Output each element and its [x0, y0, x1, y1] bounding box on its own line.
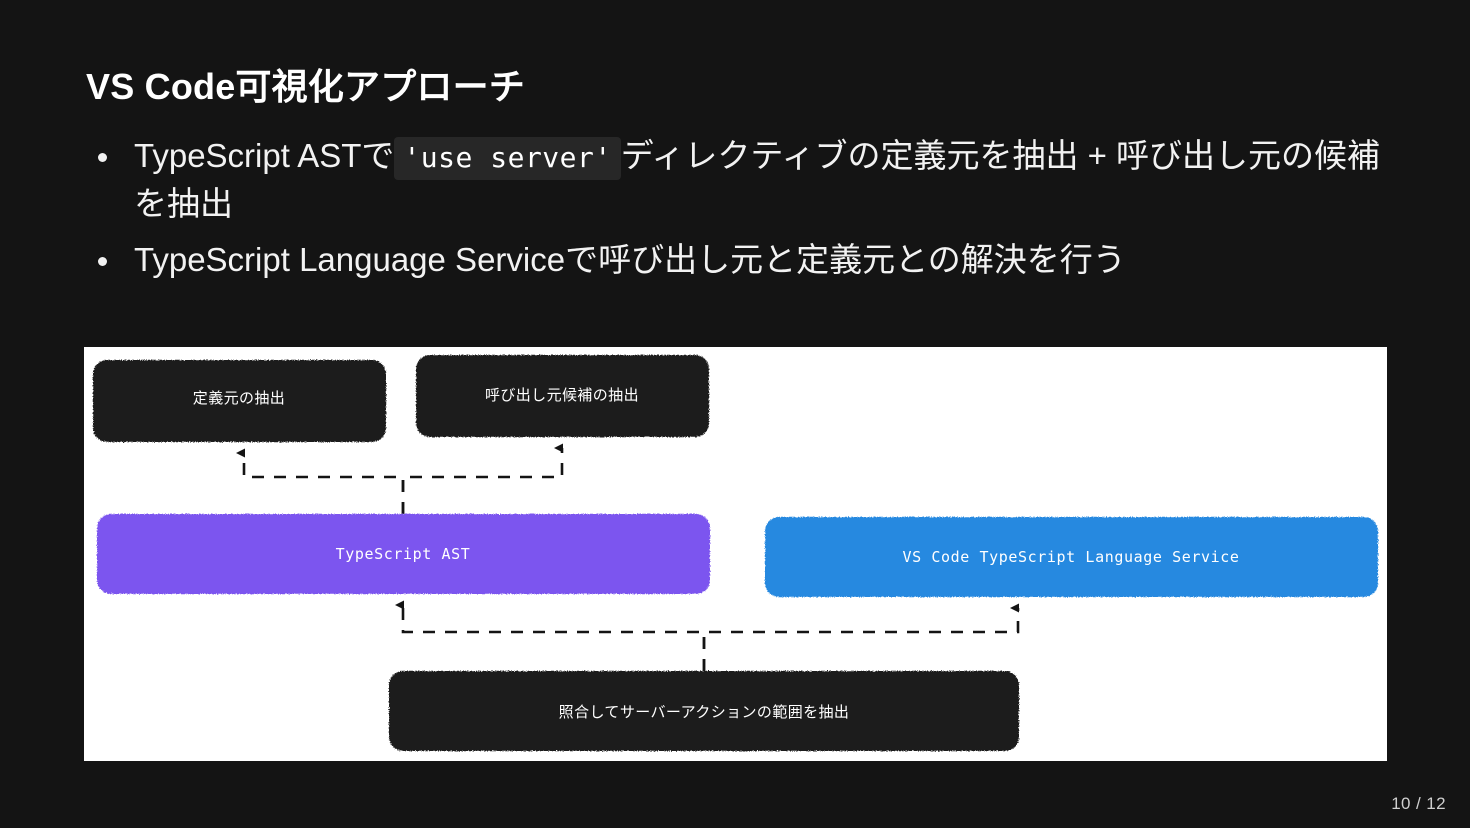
edge-match-to-ast — [395, 600, 706, 671]
node-shape-extract-definition[interactable] — [93, 360, 386, 442]
node-shape-typescript-ast[interactable] — [97, 514, 710, 594]
bullet-1-text-before: TypeScript ASTで — [134, 137, 395, 174]
diagram-panel: 定義元の抽出 呼び出し元候補の抽出 TypeScript AST VS Code… — [84, 347, 1387, 761]
edge-match-to-language-service — [702, 603, 1020, 671]
node-label-extract-definition: 定義元の抽出 — [193, 390, 285, 407]
bullet-item-1: TypeScript ASTで'use server'ディレクティブの定義元を抽… — [86, 132, 1386, 228]
page-title: VS Code可視化アプローチ — [86, 66, 526, 107]
bullet-list: TypeScript ASTで'use server'ディレクティブの定義元を抽… — [86, 132, 1386, 285]
node-label-vscode-language-service: VS Code TypeScript Language Service — [902, 548, 1239, 566]
node-shapes — [93, 355, 1378, 751]
edge-ast-to-caller-candidates — [401, 443, 564, 514]
bullet-1-code-literal: 'use server' — [394, 137, 621, 180]
node-label-extract-caller-candidates: 呼び出し元候補の抽出 — [485, 387, 639, 404]
diagram-svg: 定義元の抽出 呼び出し元候補の抽出 TypeScript AST VS Code… — [93, 355, 1378, 751]
edge-ast-to-definition — [236, 448, 405, 514]
bullet-2-text: TypeScript Language Serviceで呼び出し元と定義元との解… — [134, 241, 1126, 279]
page-indicator: 10 / 12 — [1391, 794, 1446, 813]
node-label-match-server-action-range: 照合してサーバーアクションの範囲を抽出 — [559, 703, 850, 721]
node-shape-vscode-language-service[interactable] — [765, 517, 1378, 597]
node-shape-match-server-action-range[interactable] — [389, 671, 1019, 751]
edge-group — [236, 443, 1020, 671]
bullet-1-text-after: ディレクティブの定義元を抽出 + 呼び出し元の候補を抽出 — [134, 137, 1381, 223]
node-shape-extract-caller-candidates[interactable] — [416, 355, 709, 437]
bullet-item-2: TypeScript Language Serviceで呼び出し元と定義元との解… — [86, 236, 1386, 284]
node-label-typescript-ast: TypeScript AST — [336, 545, 471, 563]
